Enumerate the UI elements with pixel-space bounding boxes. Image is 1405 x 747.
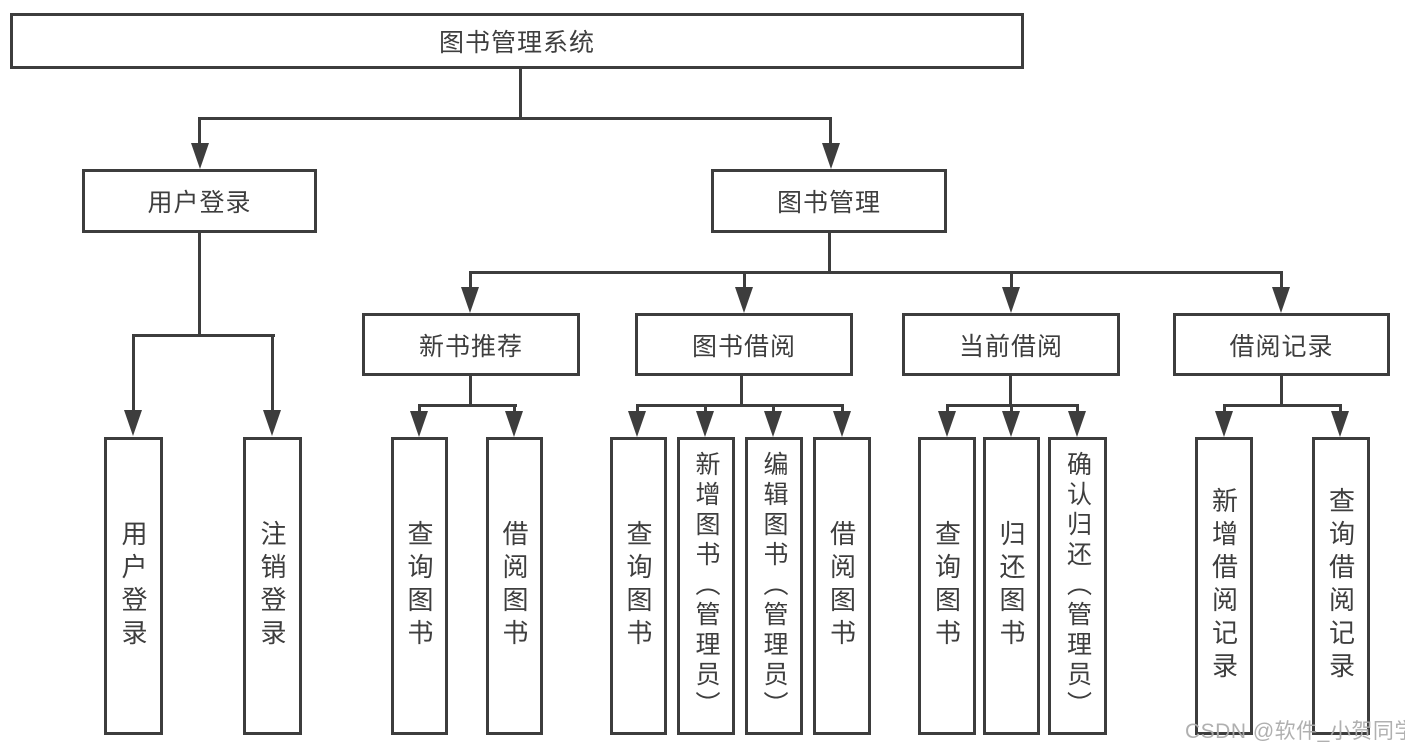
node-label: 图书借阅 [691, 332, 796, 361]
node-label: 注销登录 [257, 520, 287, 652]
node-label: 新书推荐 [418, 332, 523, 361]
arrowhead-down [833, 411, 851, 437]
arrowhead-down [735, 287, 753, 313]
node-label: 借阅图书 [826, 520, 857, 652]
connector-drop-line [772, 407, 775, 413]
node-label: 借阅记录 [1229, 332, 1334, 361]
leaf-add-book-admin: 新增图书（管理员） [677, 437, 735, 735]
connector-drop-line [1339, 407, 1342, 413]
leaf-add-borrow-record: 新增借阅记录 [1195, 437, 1253, 735]
connector-borrowing-hline [636, 404, 844, 407]
node-label: 查询图书 [623, 520, 653, 652]
node-label: 新增借阅记录 [1208, 487, 1239, 685]
arrowhead-down [1331, 411, 1349, 437]
leaf-search-books-recommend: 查询图书 [391, 437, 448, 735]
node-user-login: 用户登录 [82, 169, 317, 233]
arrowhead-down [696, 411, 714, 437]
node-book-management: 图书管理 [711, 169, 947, 233]
connector-drop-line [1076, 407, 1079, 413]
connector-drop-line [636, 407, 639, 413]
node-label: 图书管理 [776, 189, 881, 217]
node-label: 新增图书（管理员） [692, 451, 720, 721]
node-label: 查询借阅记录 [1325, 487, 1356, 685]
arrowhead-down [1002, 287, 1020, 313]
connector-userlogin-stem [198, 233, 201, 337]
leaf-search-borrow-record: 查询借阅记录 [1312, 437, 1370, 735]
connector-drop-line [743, 274, 746, 288]
node-label: 查询图书 [404, 520, 434, 652]
connector-current-stem [1009, 376, 1012, 406]
node-label: 用户登录 [147, 189, 252, 217]
arrowhead-down [1272, 287, 1290, 313]
arrowhead-down [1002, 411, 1020, 437]
connector-drop-line [841, 407, 844, 413]
connector-drop-line [1223, 407, 1226, 413]
node-new-book-recommendation: 新书推荐 [362, 313, 580, 376]
node-label: 用户登录 [118, 520, 148, 652]
node-borrowing-records: 借阅记录 [1173, 313, 1390, 376]
node-label: 图书管理系统 [438, 29, 595, 57]
arrowhead-down [628, 411, 646, 437]
connector-drop-line [1010, 407, 1013, 413]
connector-borrowing-stem [740, 376, 743, 406]
arrowhead-down [1068, 411, 1086, 437]
connector-drop-line [946, 407, 949, 413]
arrowhead-down [124, 410, 142, 436]
leaf-search-books-borrowing: 查询图书 [610, 437, 667, 735]
arrowhead-down [410, 411, 428, 437]
connector-records-hline [1223, 404, 1342, 407]
csdn-watermark: CSDN @软件_小贺同学 [1185, 720, 1405, 743]
arrowhead-down [505, 411, 523, 437]
leaf-edit-book-admin: 编辑图书（管理员） [745, 437, 803, 735]
node-book-borrowing: 图书借阅 [635, 313, 853, 376]
arrowhead-down [191, 143, 209, 169]
node-current-borrowing: 当前借阅 [902, 313, 1120, 376]
connector-drop-line [513, 407, 516, 413]
connector-recommend-stem [469, 376, 472, 406]
connector-userlogin-hline [132, 334, 275, 337]
arrowhead-down [938, 411, 956, 437]
arrowhead-down [764, 411, 782, 437]
connector-drop-line [1010, 274, 1013, 288]
connector-root-stem [519, 69, 522, 120]
node-label: 归还图书 [996, 520, 1026, 652]
node-library-management-system: 图书管理系统 [10, 13, 1024, 69]
leaf-borrow-books-recommend: 借阅图书 [486, 437, 543, 735]
node-label: 查询图书 [931, 520, 962, 652]
connector-drop-line [829, 120, 832, 144]
arrowhead-down [461, 287, 479, 313]
leaf-logout: 注销登录 [243, 437, 302, 735]
connector-bookmgmt-stem [828, 233, 831, 273]
connector-drop-line [198, 120, 201, 144]
connector-records-stem [1280, 376, 1283, 406]
connector-current-hline [946, 404, 1079, 407]
arrowhead-down [822, 143, 840, 169]
connector-drop-line [469, 274, 472, 288]
connector-drop-line [1280, 274, 1283, 288]
arrowhead-down [263, 410, 281, 436]
connector-bookmgmt-hline [469, 271, 1283, 274]
connector-drop-line [704, 407, 707, 413]
node-label: 编辑图书（管理员） [760, 451, 788, 721]
connector-recommend-hline [418, 404, 517, 407]
connector-root-hline [198, 117, 832, 120]
connector-drop-line [271, 337, 274, 411]
leaf-confirm-return-admin: 确认归还（管理员） [1048, 437, 1107, 735]
node-label: 借阅图书 [499, 520, 529, 652]
connector-drop-line [418, 407, 421, 413]
arrowhead-down [1215, 411, 1233, 437]
leaf-return-book: 归还图书 [983, 437, 1040, 735]
leaf-borrow-books-borrowing: 借阅图书 [813, 437, 871, 735]
leaf-search-books-current: 查询图书 [918, 437, 976, 735]
node-label: 确认归还（管理员） [1063, 451, 1092, 721]
leaf-user-login: 用户登录 [104, 437, 163, 735]
connector-drop-line [132, 337, 135, 411]
node-label: 当前借阅 [958, 332, 1063, 361]
